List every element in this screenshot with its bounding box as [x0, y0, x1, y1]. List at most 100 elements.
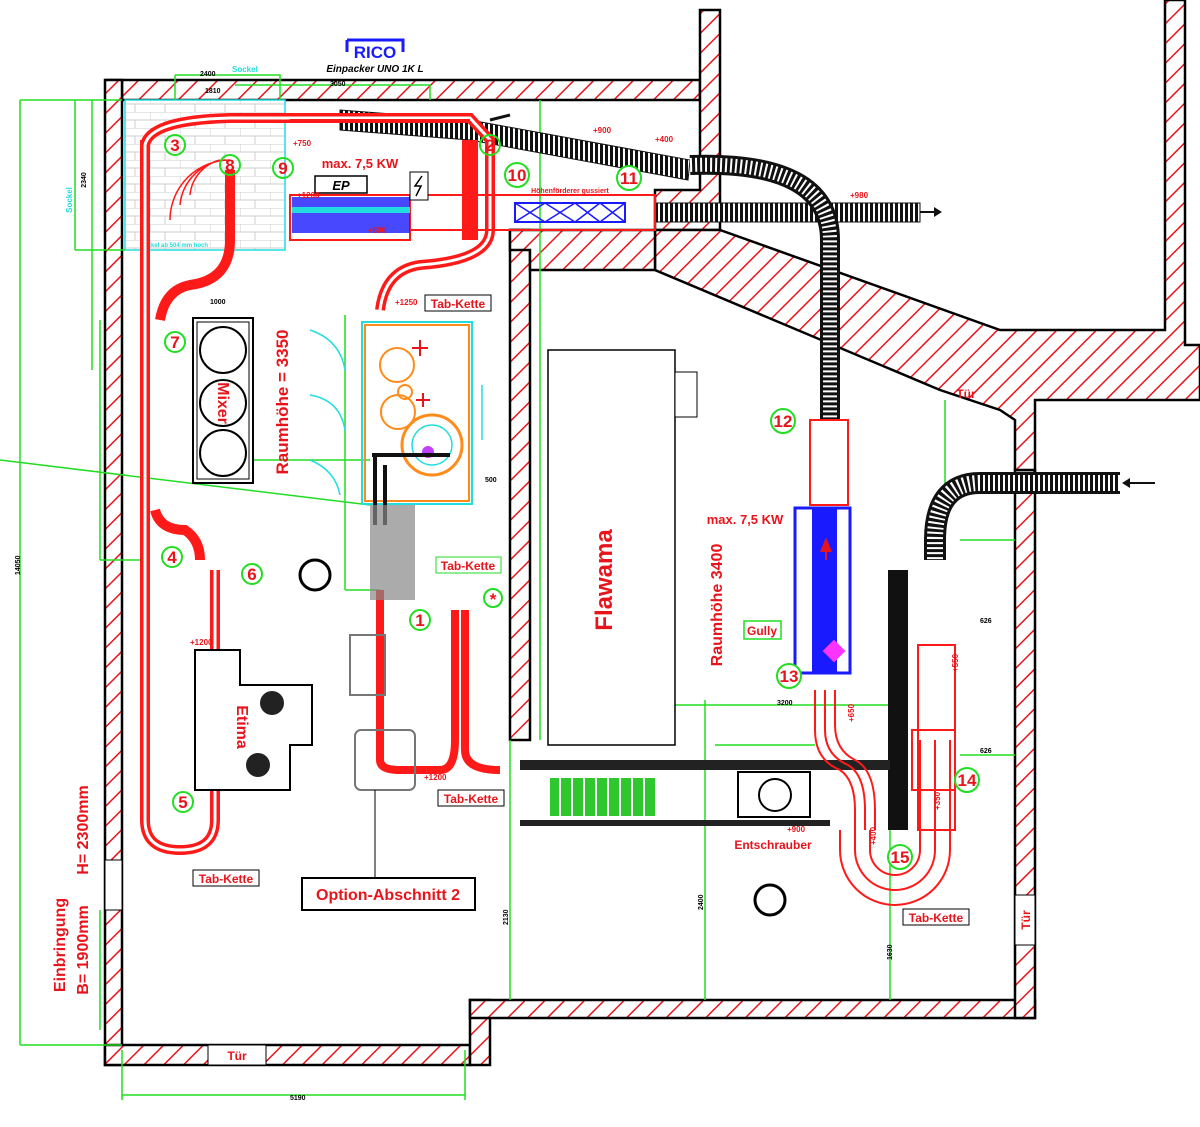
- station-number: 3: [170, 136, 179, 155]
- filler-frame: [361, 321, 473, 505]
- lower-conveyor: [520, 820, 830, 826]
- wall-diagonal: [653, 0, 1200, 472]
- flawama-grid: [550, 778, 655, 816]
- tab-kette-box: [437, 789, 505, 807]
- option-label-box: Option-Abschnitt 2: [301, 790, 476, 911]
- elevation-text: +650: [847, 703, 856, 722]
- conveyor-curve-arcs: [169, 159, 231, 221]
- wall-divider-top: [508, 228, 657, 272]
- station-3[interactable]: 3: [164, 134, 186, 156]
- filler-machine: [309, 321, 483, 791]
- elevation-text: +750: [293, 139, 312, 148]
- black-conveyors: [339, 109, 1155, 830]
- etima-frame: [194, 649, 313, 791]
- tab-kette-box: [424, 294, 492, 312]
- station-8[interactable]: 8: [219, 154, 241, 176]
- sockel-outline: [124, 99, 286, 251]
- station-number: 1: [415, 611, 424, 630]
- sockel-label: Sockel: [232, 65, 258, 74]
- mixer-tank: [199, 326, 247, 374]
- option-label: Option-Abschnitt 2: [316, 887, 460, 904]
- gully-marker: [822, 639, 846, 663]
- station-4[interactable]: 4: [161, 546, 183, 568]
- operator-icon: [246, 753, 270, 777]
- elevation-text: +900: [787, 825, 806, 834]
- blue-machine-right: [793, 506, 852, 675]
- station-star[interactable]: *: [483, 588, 503, 609]
- room-height-label: Raumhöhe 3400: [709, 544, 726, 667]
- wall-divider: [508, 228, 532, 742]
- station-7[interactable]: 7: [164, 331, 186, 353]
- station-11[interactable]: 11: [616, 165, 642, 191]
- dimension-text: 3050: [330, 81, 346, 88]
- conveyor-branch: [150, 508, 205, 561]
- station-5[interactable]: 5: [172, 791, 194, 813]
- person-icon: [298, 558, 787, 917]
- station-2[interactable]: 2: [479, 134, 501, 156]
- packer-band: [292, 207, 410, 213]
- outgoing-conveyor: [654, 202, 921, 223]
- station-number: 9: [278, 159, 287, 178]
- red-conveyors: [140, 113, 956, 906]
- conveyor-12: [809, 419, 849, 506]
- incoming-conveyor-right: [924, 472, 1120, 560]
- conveyor-option: [376, 590, 459, 774]
- rico-logo: RICO: [345, 38, 405, 62]
- mixer-inner: [196, 321, 250, 480]
- entschrauber-drum: [758, 778, 792, 812]
- arrow-icon: [489, 113, 511, 122]
- conveyor-14: [911, 644, 956, 831]
- machine-label: Einpacker UNO 1K L: [326, 64, 423, 75]
- dimension-text: 2400: [698, 894, 705, 910]
- tab-kette-box: [435, 556, 502, 574]
- station-14[interactable]: 14: [954, 767, 980, 793]
- station-markers[interactable]: 1 2 3 4 5 6 7 8 9 10 11 12 13 14 15 *: [161, 134, 980, 870]
- dimension-text: 500: [485, 477, 497, 484]
- filler-orange-frame: [364, 324, 470, 502]
- station-number: 5: [178, 793, 187, 812]
- door-right: [1014, 894, 1036, 946]
- elevation-text: +900: [593, 126, 612, 135]
- station-number: *: [490, 590, 497, 609]
- arrow-head-icon: [934, 207, 942, 217]
- flawama-extension: [674, 371, 698, 418]
- etima: [194, 649, 313, 791]
- ep-label: EP: [332, 178, 350, 193]
- etima-label: Etima: [233, 705, 250, 749]
- packer-machine: [292, 197, 626, 233]
- station-number: 14: [958, 771, 977, 790]
- mixer: Mixer: [192, 317, 254, 484]
- einbringung-label: Einbringung: [52, 898, 69, 992]
- door-label: Tür: [956, 387, 976, 401]
- logo-text: RICO: [354, 43, 397, 62]
- door-bottom: [207, 1044, 267, 1066]
- flawama-label: Flawama: [591, 529, 618, 631]
- curved-conveyor: [689, 154, 840, 420]
- mixer-tank: [199, 379, 247, 427]
- tab-kette-box: [902, 908, 970, 926]
- station-number: 6: [247, 565, 256, 584]
- elevation-text: +980: [850, 191, 869, 200]
- station-number: 8: [225, 156, 234, 175]
- station-12[interactable]: 12: [770, 408, 796, 434]
- conveyor-13: [814, 690, 876, 830]
- dimension-text: 626: [980, 618, 992, 625]
- conveyor-sockel: [155, 170, 235, 322]
- power-label: max. 7,5 KW: [322, 156, 399, 171]
- tab-kette-label: Tab-Kette: [444, 792, 499, 806]
- option-unit: [349, 634, 386, 696]
- station-15[interactable]: 15: [887, 844, 913, 870]
- station-9[interactable]: 9: [272, 157, 294, 179]
- dimension-text: 2130: [503, 909, 510, 925]
- lightning-icon: [413, 175, 423, 197]
- power-label: max. 7,5 KW: [707, 512, 784, 527]
- elevation-text: +350: [933, 791, 942, 810]
- dimension-text: 1630: [887, 944, 894, 960]
- station-6[interactable]: 6: [241, 563, 263, 585]
- station-1[interactable]: 1: [409, 609, 431, 631]
- station-10[interactable]: 10: [504, 162, 530, 188]
- operator-icon: [260, 691, 284, 715]
- station-13[interactable]: 13: [776, 663, 802, 689]
- einbringung-height: H= 2300mm: [75, 785, 92, 874]
